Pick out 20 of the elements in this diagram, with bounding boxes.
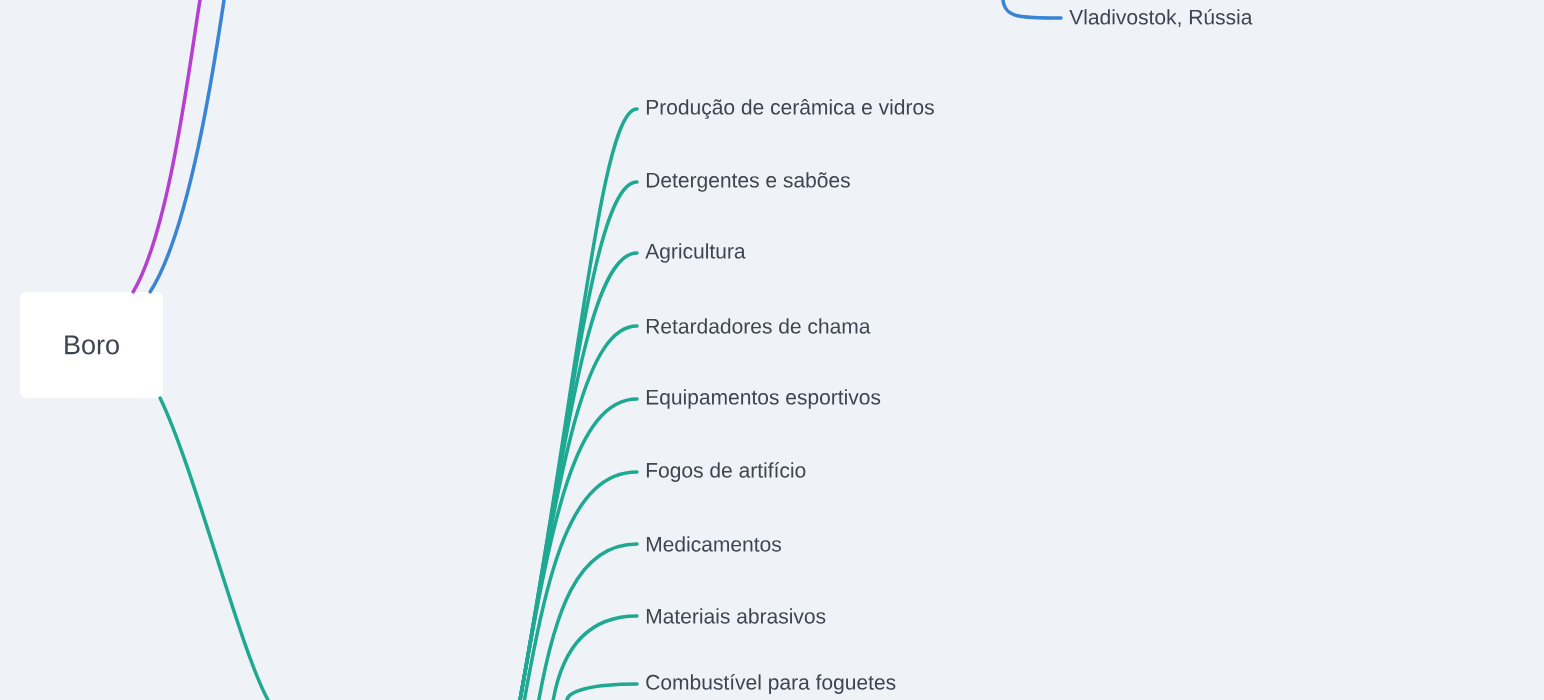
branch-line (565, 682, 639, 700)
branch-label: Fogos de artifício (646, 462, 806, 482)
branch-line (537, 542, 639, 700)
branch-label: Combustível para foguetes (646, 674, 896, 694)
branch-label: Vladivostok, Rússia (1069, 8, 1253, 28)
branch-line (522, 470, 639, 700)
branch-label: Medicamentos (646, 536, 781, 552)
branch-line (131, 0, 202, 294)
branch-label: Retardadores de chama (646, 318, 871, 334)
branch-line (551, 614, 639, 700)
branch-label: Produção de cerâmica e vidros (646, 99, 934, 119)
branch-line (518, 397, 639, 700)
branch-label: Equipamentos esportivos (646, 389, 881, 409)
branch-label: Detergentes e sabões (646, 172, 850, 192)
branch-label: Materiais abrasivos (646, 608, 826, 624)
branch-label: Agricultura (645, 243, 746, 263)
topic-box: Boro (20, 292, 163, 398)
branch-line (158, 396, 270, 700)
branch-line (148, 0, 226, 294)
branch-line (1001, 0, 1063, 20)
